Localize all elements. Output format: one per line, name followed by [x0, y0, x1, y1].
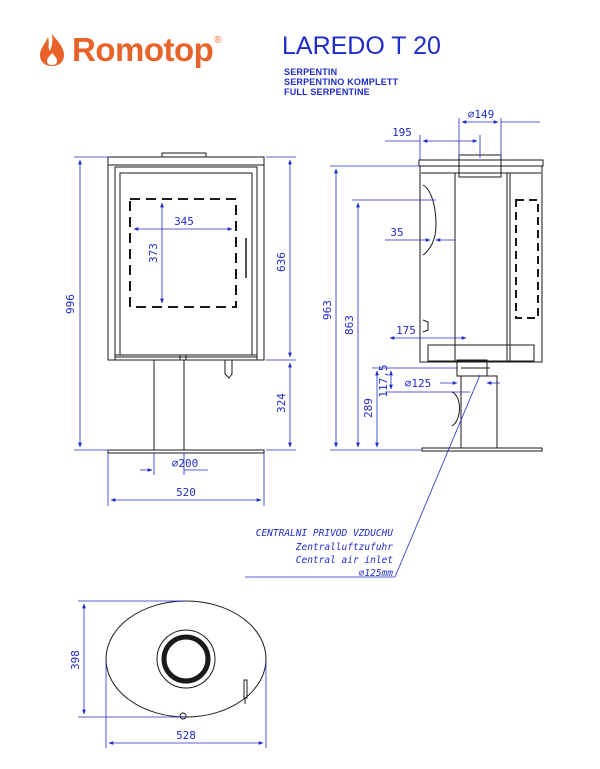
dim-offset-35: 35 [390, 226, 403, 239]
side-handle [422, 184, 437, 256]
side-hidden-outline [515, 199, 539, 319]
dimension-lines [74, 118, 540, 748]
note-line-4: ⌀125mm [359, 568, 394, 579]
dim-top-offset: 195 [392, 126, 412, 139]
top-view [105, 600, 267, 720]
base-plate [107, 449, 265, 454]
dim-base-width: 520 [176, 486, 196, 499]
door-glass [119, 172, 253, 356]
flue-circle-outer [156, 629, 216, 689]
dim-height-863: 863 [343, 315, 356, 335]
side-base-plate [421, 447, 543, 452]
side-chimney-channel [454, 172, 508, 362]
dim-door-height: 373 [147, 243, 160, 263]
side-pedestal [460, 375, 498, 449]
side-view [418, 154, 544, 452]
dim-inlet-diameter: ⌀125 [405, 377, 432, 390]
dim-height-963: 963 [321, 300, 334, 320]
dim-top-width: 528 [176, 729, 196, 742]
pedestal-column [153, 359, 185, 451]
dim-total-height: 996 [64, 294, 77, 314]
subtitle-3: FULL SERPENTINE [284, 87, 370, 97]
side-lever [451, 391, 460, 427]
dim-top-depth: 398 [69, 650, 82, 670]
subtitle-2: SERPENTINO KOMPLETT [284, 77, 399, 87]
dim-height-289: 289 [362, 398, 375, 418]
front-view [107, 152, 265, 454]
registered-mark: ® [214, 34, 222, 46]
dim-offset-175: 175 [396, 324, 416, 337]
dimension-labels: 996 345 373 636 324 ⌀200 520 ⌀149 195 35… [64, 108, 494, 742]
flue-circle-inner [161, 634, 211, 684]
dim-lower-height: 324 [275, 393, 288, 413]
side-body-outline [419, 165, 543, 363]
flue-collar [161, 152, 207, 158]
dim-base-diameter: ⌀200 [172, 457, 199, 470]
brand-logo: Romotop® [38, 28, 222, 72]
flame-icon [40, 34, 64, 66]
note-line-1: CENTRALNI PRIVOD VZDUCHU [256, 528, 394, 539]
subtitle-1: SERPENTIN [284, 67, 338, 77]
note-line-3: Central air inlet [296, 555, 394, 566]
dim-top-diameter: ⌀149 [468, 108, 495, 121]
firebox-hidden-outline [129, 198, 237, 308]
dim-door-width: 345 [174, 215, 194, 228]
brand-name: Romotop [72, 31, 214, 68]
dim-height-117-5: 117,5 [377, 364, 390, 397]
top-ellipse-outline [105, 600, 267, 718]
dim-upper-height: 636 [275, 252, 288, 272]
stove-body-outline [107, 156, 265, 361]
air-lever [224, 359, 233, 379]
air-inlet-note: CENTRALNI PRIVOD VZDUCHU Zentralluftzufu… [256, 528, 394, 579]
note-line-2: Zentralluftzufuhr [295, 542, 394, 553]
model-title: LAREDO T 20 [282, 32, 441, 60]
